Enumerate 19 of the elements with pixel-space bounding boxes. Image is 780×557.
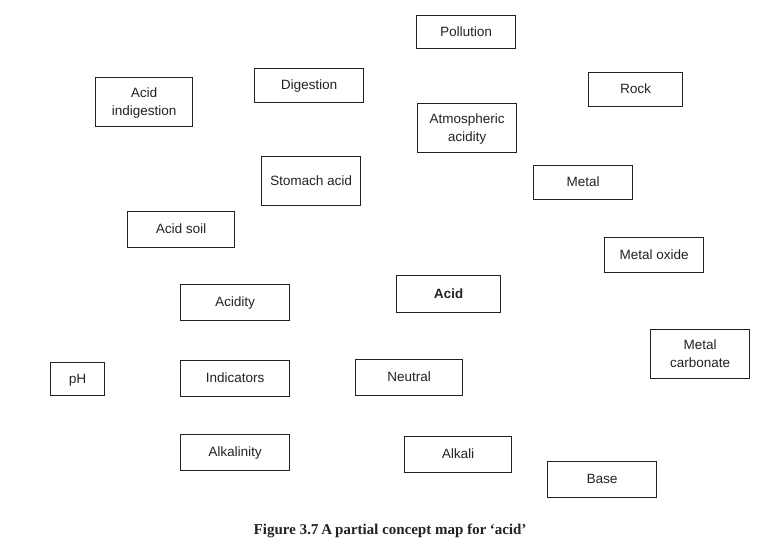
concept-box: Metal oxide (604, 237, 704, 273)
concept-box: Indicators (180, 360, 290, 397)
concept-box: Metal carbonate (650, 329, 750, 379)
concept-box: Acid indigestion (95, 77, 193, 127)
concept-box: Alkali (404, 436, 512, 473)
concept-box: Stomach acid (261, 156, 361, 206)
figure-caption: Figure 3.7 A partial concept map for ‘acid’ (252, 522, 528, 539)
concept-box: Metal (533, 165, 633, 200)
concept-box: Alkalinity (180, 434, 290, 471)
concept-box: Acid (396, 275, 501, 313)
concept-box: Digestion (254, 68, 364, 103)
concept-box: Rock (588, 72, 683, 107)
concept-box: Acidity (180, 284, 290, 321)
concept-box: Atmospheric acidity (417, 103, 517, 153)
concept-box: Acid soil (127, 211, 235, 248)
concept-box: Pollution (416, 15, 516, 49)
concept-box: Base (547, 461, 657, 498)
concept-box: pH (50, 362, 105, 396)
concept-box: Neutral (355, 359, 463, 396)
